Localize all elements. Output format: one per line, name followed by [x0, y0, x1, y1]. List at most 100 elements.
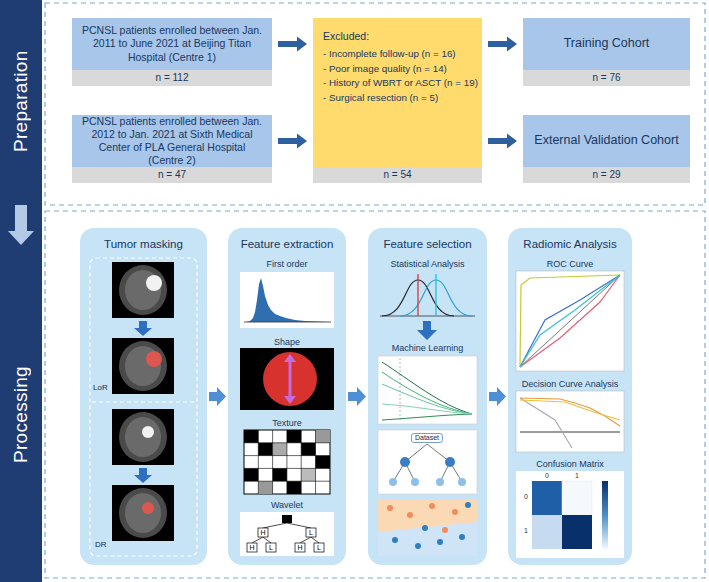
mri-image — [112, 338, 174, 394]
matrix-cell — [532, 481, 562, 515]
scatter-dot — [387, 505, 393, 511]
panel-subtitle: Confusion Matrix — [508, 459, 632, 470]
grid-cell — [273, 443, 287, 456]
illustration-label: H — [249, 544, 254, 552]
tree-frame — [378, 430, 477, 494]
sidebar-strip — [0, 0, 42, 582]
matrix-cell — [562, 481, 592, 515]
brain-shape — [125, 346, 161, 386]
dca-line — [520, 400, 620, 420]
panel-subtitle: Decision Curve Analysis — [508, 379, 632, 390]
flow-arrow — [278, 134, 307, 149]
tree-node — [400, 457, 410, 467]
axis — [244, 322, 331, 323]
texture-grid — [244, 430, 330, 494]
lesion-mask — [146, 351, 162, 367]
down-arrow — [134, 321, 152, 336]
down-arrow — [134, 468, 152, 483]
lasso-path — [382, 362, 472, 414]
down-arrow — [417, 321, 437, 340]
exclusion-item: - Incomplete follow-up (n = 16) — [323, 47, 472, 62]
tree-lines — [393, 444, 462, 482]
cohort-box: External Validation Cohortn = 29 — [523, 115, 690, 183]
decision-region — [378, 500, 477, 532]
illustration-label: H — [297, 544, 302, 552]
grid-cell — [301, 468, 315, 481]
section-band: Preparation — [0, 0, 42, 202]
scatter-dot — [422, 525, 428, 531]
grid-cell — [244, 468, 258, 481]
selection-illustration — [378, 274, 477, 556]
flow-arrow — [8, 205, 34, 245]
scatter-dot — [392, 537, 398, 543]
brain-shape — [119, 488, 167, 538]
illustration-label: L — [309, 529, 313, 537]
lasso-path — [382, 414, 472, 420]
illustration-label: L — [317, 544, 321, 552]
count-bar: n = 54 — [313, 167, 482, 183]
wavelet-frame — [240, 512, 334, 556]
scatter-dot — [437, 539, 443, 545]
lasso-frame — [378, 356, 477, 424]
section-frame — [45, 211, 705, 578]
scatter-dot — [442, 527, 448, 533]
panel-subtitle: Statistical Analysis — [368, 259, 487, 270]
brain-shape — [125, 493, 161, 533]
axis — [380, 316, 475, 317]
flow-arrow — [488, 134, 517, 149]
box-text: PCNSL patients enrolled between Jan. 201… — [72, 18, 272, 70]
brain-shape — [125, 417, 161, 457]
lasso-path — [382, 372, 472, 414]
grid-cell — [301, 443, 315, 456]
exclusion-item: - Poor image quality (n = 14) — [323, 62, 472, 77]
panel-title: Tumor masking — [80, 238, 207, 251]
matrix-cell — [562, 515, 592, 549]
illustration-label: H — [260, 529, 265, 537]
tree-node — [436, 478, 444, 486]
illustration-label: 0 — [545, 472, 549, 480]
panel-subtitle: Wavelet — [228, 500, 346, 511]
tree-node — [258, 528, 268, 537]
roc-frame — [516, 271, 624, 371]
illustration-label: 1 — [575, 472, 579, 480]
cohort-box: PCNSL patients enrolled between Jan. 201… — [72, 115, 272, 183]
brain-shape — [119, 341, 167, 391]
exclusion-item: - Surgical resection (n = 5) — [323, 91, 472, 106]
exclusion-box: Excluded:- Incomplete follow-up (n = 16)… — [313, 18, 482, 183]
roc-curve — [520, 275, 620, 367]
grid-cell — [273, 468, 287, 481]
tree-node — [314, 543, 324, 552]
box-text: Training Cohort — [523, 18, 690, 70]
mask-illustration — [90, 258, 197, 556]
illustration-label: Dataset — [411, 433, 443, 443]
roc-diagonal — [520, 275, 620, 367]
tree-node — [295, 543, 305, 552]
lesion-mask — [142, 502, 154, 514]
flow-arrow — [488, 37, 517, 52]
mri-image — [112, 409, 174, 465]
roc-curve — [520, 275, 620, 367]
scatter-dot — [452, 509, 458, 515]
grid-cell — [287, 430, 301, 443]
dca-line — [520, 398, 620, 426]
dca-line — [520, 432, 620, 433]
scatter-frame — [378, 500, 477, 556]
exclusion-item: - History of WBRT or ASCT (n = 19) — [323, 76, 472, 91]
matrix-frame — [516, 471, 624, 558]
dashed-frame — [90, 258, 197, 556]
lambda-line — [400, 358, 401, 422]
matrix-cell — [532, 515, 562, 549]
histogram-frame — [240, 272, 334, 328]
grid-lines — [244, 430, 330, 494]
scatter-dot — [415, 543, 421, 549]
dashed-divider — [92, 401, 195, 402]
illustration-label: DR — [95, 540, 107, 549]
shape-image — [240, 348, 334, 410]
tumor-shape — [263, 352, 317, 406]
illustration-label: LoR — [93, 383, 108, 392]
tree-node — [247, 543, 257, 552]
grid-cell — [258, 443, 272, 456]
box-text: PCNSL patients enrolled between Jan. 201… — [72, 115, 272, 167]
diameter-arrow — [289, 360, 292, 398]
